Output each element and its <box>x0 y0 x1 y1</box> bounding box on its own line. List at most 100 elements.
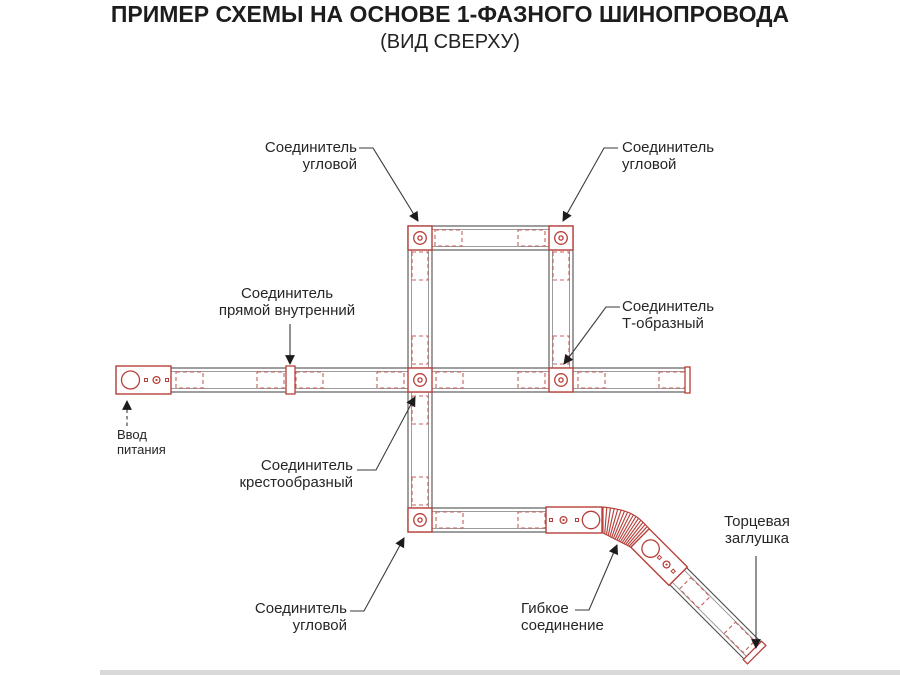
label-line: Соединитель <box>240 285 334 302</box>
tee-connector <box>548 367 574 393</box>
leader-corner-top-left <box>359 147 419 222</box>
corner-hole-center <box>417 517 423 523</box>
corner-hole <box>554 231 568 245</box>
footer-strip <box>100 670 900 675</box>
power-input-unit <box>115 365 172 395</box>
corner-connector-top-left <box>407 225 433 251</box>
suspension-dashed-marker <box>552 251 570 281</box>
corner-hole <box>413 231 427 245</box>
leader-flexible <box>575 544 619 611</box>
cross-hole <box>413 373 427 387</box>
power-input-box <box>115 365 172 395</box>
cross-connector <box>407 367 433 393</box>
label-power-input: Ввод питания <box>117 427 166 457</box>
flex-pin <box>670 568 677 575</box>
power-input-screw-ring <box>152 375 161 385</box>
label-corner-connector-top-right: Соединитель угловой <box>622 139 714 173</box>
flexible-connection-diagonal-half <box>629 527 689 587</box>
suspension-dashed-marker <box>411 476 429 506</box>
label-line: соединение <box>521 617 604 634</box>
corner-connector-bottom <box>407 507 433 533</box>
main-run-end-cap <box>684 366 691 394</box>
label-line: Соединитель <box>622 298 715 315</box>
label-end-cap: Торцевая заглушка <box>707 513 807 547</box>
corner-box <box>407 507 433 533</box>
flex-screw-ring <box>559 515 568 525</box>
corner-connector-top-right <box>548 225 574 251</box>
busbar-tracks <box>115 225 691 533</box>
suspension-dashed-marker <box>256 371 285 389</box>
suspension-dashed-marker <box>517 371 546 389</box>
label-flexible-connection: Гибкое соединение <box>521 600 604 634</box>
flex-accordion-outer-edge <box>602 506 650 530</box>
page-subtitle: (ВИД СВЕРХУ) <box>380 31 520 53</box>
cross-hole-center <box>417 377 423 383</box>
flex-pin <box>656 554 663 561</box>
label-corner-connector-top-left: Соединитель угловой <box>265 139 357 173</box>
flex-accordion-inner-edge <box>602 532 632 548</box>
suspension-dashed-marker <box>434 229 463 247</box>
label-line: Торцевая <box>724 513 790 530</box>
flex-port <box>641 539 660 558</box>
label-line: Т-образный <box>622 315 704 332</box>
corner-hole-center <box>417 235 423 241</box>
flex-accordion-rib <box>607 508 615 536</box>
suspension-marks <box>175 229 687 529</box>
label-line: угловой <box>292 617 347 634</box>
label-tee-connector: Соединитель Т-образный <box>622 298 714 332</box>
corner-box <box>407 225 433 251</box>
power-input-port <box>120 370 141 390</box>
cross-box <box>407 367 433 393</box>
power-input-pin <box>165 378 169 382</box>
flex-accordion-rib <box>605 507 612 535</box>
leader-corner-bottom <box>350 537 405 612</box>
suspension-dashed-marker <box>411 335 429 365</box>
label-line: прямой внутренний <box>218 302 356 319</box>
flex-accordion-rib <box>611 509 622 538</box>
flex-box <box>545 506 603 534</box>
flex-accordion-rib <box>604 507 608 534</box>
flex-screw-ring <box>662 560 671 569</box>
track-diagonal-run <box>668 566 763 661</box>
flex-screw-dot <box>562 518 565 522</box>
tee-hole-center <box>558 377 564 383</box>
flex-screw-dot <box>665 563 668 566</box>
label-line: угловой <box>622 156 677 173</box>
label-line: Соединитель <box>260 457 353 474</box>
fittings <box>115 225 767 665</box>
tee-box <box>548 367 574 393</box>
flex-accordion-rib <box>616 513 632 541</box>
label-line: угловой <box>302 156 357 173</box>
flex-accordion-rib <box>623 519 642 544</box>
corner-hole <box>413 513 427 527</box>
suspension-dashed-marker <box>678 576 711 609</box>
flex-accordion-rib <box>625 521 644 545</box>
suspension-dashed-marker <box>295 371 324 389</box>
label-line: крестообразный <box>239 474 353 491</box>
suspension-dashed-marker <box>175 371 204 389</box>
flex-pin <box>575 518 579 522</box>
flex-accordion-rib <box>609 509 619 537</box>
suspension-dashed-marker <box>411 251 429 281</box>
corner-hole-center <box>558 235 564 241</box>
label-line: питания <box>117 442 166 457</box>
power-input-screw-dot <box>155 378 158 382</box>
flex-accordion-rib <box>614 511 629 540</box>
label-line: Соединитель <box>254 600 347 617</box>
flex-accordion-rib <box>626 523 646 546</box>
flex-pin <box>549 518 553 522</box>
flexible-connection-straight-half <box>545 506 603 534</box>
label-line: Соединитель <box>622 139 715 156</box>
suspension-dashed-marker <box>435 371 464 389</box>
straight-internal-connector <box>285 365 296 395</box>
leader-cross <box>357 396 416 471</box>
flex-accordion-rib <box>612 510 626 539</box>
page-title: ПРИМЕР СХЕМЫ НА ОСНОВЕ 1-ФАЗНОГО ШИНОПРО… <box>110 1 790 27</box>
label-line: Гибкое <box>521 600 569 617</box>
track-inner-wall <box>671 581 748 658</box>
suspension-dashed-marker <box>376 371 405 389</box>
label-line: Соединитель <box>264 139 357 156</box>
label-corner-connector-bottom: Соединитель угловой <box>255 600 347 634</box>
